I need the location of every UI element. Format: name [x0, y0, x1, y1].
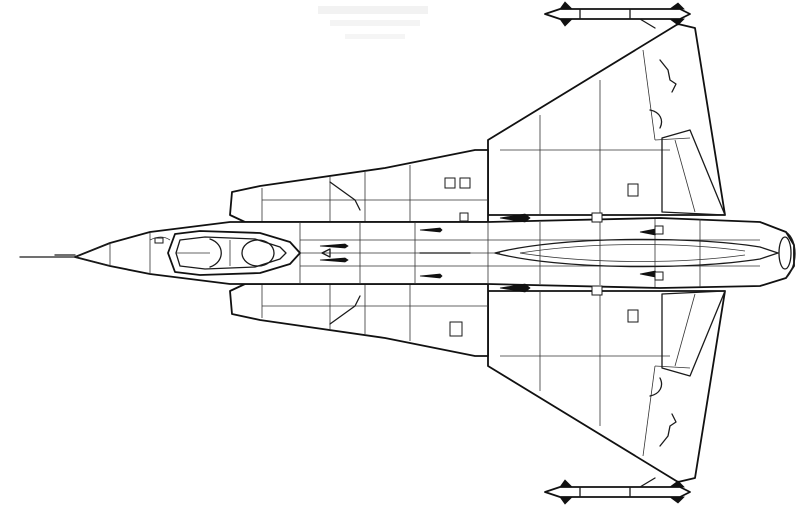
- nose-cone: [74, 233, 171, 274]
- pitot-probe: [19, 254, 76, 258]
- lower-wing: [487, 290, 726, 483]
- lower-missile: [544, 477, 691, 505]
- lower-intake: [229, 283, 489, 357]
- upper-missile: [544, 1, 691, 29]
- background-smudges: [318, 6, 428, 39]
- upper-elevon: [627, 129, 726, 216]
- upper-wing: [487, 23, 726, 216]
- upper-intake: [229, 149, 489, 223]
- lower-elevon: [627, 290, 726, 377]
- canopy: [167, 230, 301, 276]
